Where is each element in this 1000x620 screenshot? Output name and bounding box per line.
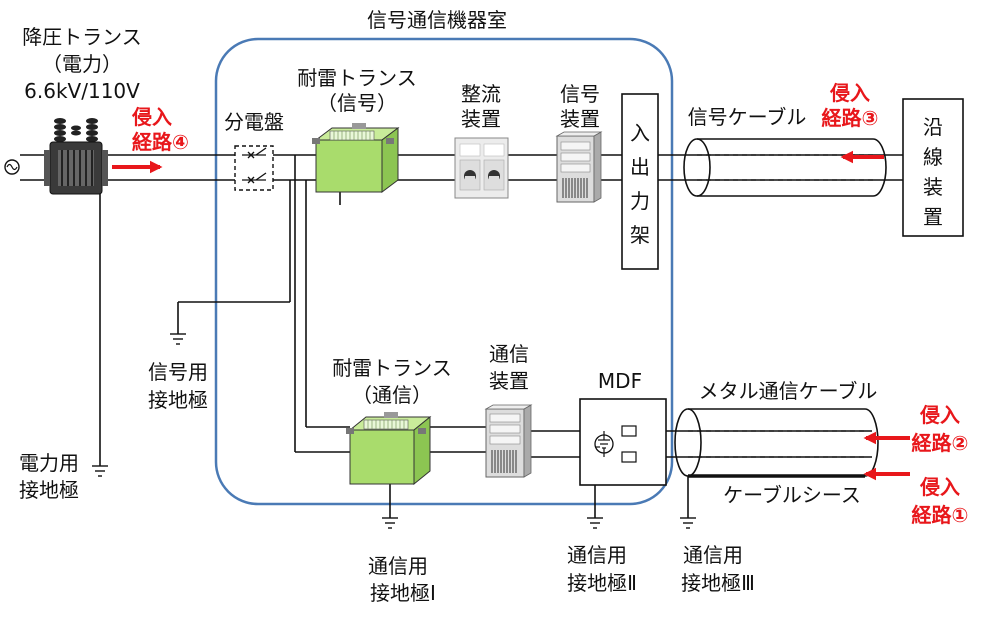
svg-text:入: 入 — [630, 121, 650, 145]
svg-text:接地極Ⅰ: 接地極Ⅰ — [370, 581, 436, 605]
path4-label-bottom: 経路④ — [132, 130, 189, 154]
path4-label-top: 侵入 — [131, 105, 172, 129]
wiring — [20, 154, 903, 518]
distribution-board-label: 分電盤 — [224, 110, 284, 134]
signal-transformer-role: （信号） — [317, 91, 397, 115]
comm-ground-2-label: 通信用 接地極Ⅱ — [567, 543, 637, 595]
signal-transformer-name: 耐雷トランス — [297, 66, 417, 90]
power-transformer-labels: 降圧トランス （電力） 6.6kV/110V — [22, 25, 142, 103]
comm-transformer-name: 耐雷トランス — [332, 356, 452, 380]
comm-device-labels: 通信 装置 — [489, 342, 529, 393]
ac-source-icon — [4, 159, 20, 175]
comm-transformer-role: （通信） — [352, 383, 432, 407]
signal-cable-label: 信号ケーブル — [688, 105, 807, 129]
power-ground-symbol — [92, 465, 108, 477]
intrusion-path-2: 侵入 経路② — [863, 403, 969, 455]
power-transformer-role: （電力） — [42, 52, 122, 76]
svg-text:接地極Ⅲ: 接地極Ⅲ — [681, 571, 755, 595]
comm-device-icon — [484, 404, 533, 478]
power-transformer-rating: 6.6kV/110V — [24, 79, 140, 103]
signal-cable-icon — [683, 138, 887, 197]
power-transformer-name: 降圧トランス — [22, 25, 142, 49]
distribution-board-icon — [234, 145, 274, 191]
svg-text:通信用: 通信用 — [368, 554, 428, 578]
equipment-room-boundary — [214, 37, 674, 506]
signal-device-name-bottom: 装置 — [560, 107, 600, 131]
metal-cable-icon — [674, 408, 879, 478]
rectifier-name-top: 整流 — [461, 82, 501, 106]
comm-ground-2-symbol — [587, 517, 603, 529]
comm-ground-1-symbol — [382, 517, 398, 529]
mdf-icon — [579, 398, 667, 486]
mdf-label: MDF — [598, 369, 642, 393]
path3-label-top: 侵入 — [829, 81, 870, 105]
svg-text:電力用: 電力用 — [19, 451, 79, 475]
signal-transformer-labels: 耐雷トランス （信号） — [297, 66, 417, 115]
signal-transformer-icon — [312, 123, 400, 193]
intrusion-path-3: 侵入 経路③ — [822, 81, 884, 164]
comm-ground-3-label: 通信用 接地極Ⅲ — [681, 543, 755, 595]
svg-text:装: 装 — [923, 175, 943, 199]
svg-text:架: 架 — [630, 223, 650, 247]
comm-ground-1-label: 通信用 接地極Ⅰ — [368, 554, 436, 605]
svg-text:出: 出 — [630, 155, 650, 179]
wayside-device-box — [902, 98, 964, 237]
intrusion-path-4: 侵入 経路④ — [112, 105, 189, 174]
io-rack-label: 入 出 力 架 — [630, 121, 650, 247]
signal-ground-symbol — [170, 333, 186, 345]
rectifier-labels: 整流 装置 — [461, 82, 501, 131]
comm-transformer-icon — [346, 412, 432, 486]
room-title: 信号通信機器室 — [367, 8, 507, 32]
svg-text:信号用: 信号用 — [148, 360, 208, 384]
signal-device-name-top: 信号 — [560, 82, 600, 106]
signal-device-labels: 信号 装置 — [560, 82, 600, 131]
comm-device-name-bottom: 装置 — [489, 369, 529, 393]
comm-ground-3-symbol — [680, 517, 696, 529]
path3-label-bottom: 経路③ — [822, 106, 879, 130]
rectifier-name-bottom: 装置 — [461, 107, 501, 131]
power-transformer-icon — [44, 118, 108, 195]
svg-text:接地極: 接地極 — [19, 478, 79, 502]
path1-label-top: 侵入 — [919, 475, 960, 499]
svg-text:力: 力 — [630, 189, 650, 213]
path2-label-bottom: 経路② — [912, 431, 969, 455]
svg-text:接地極Ⅱ: 接地極Ⅱ — [567, 571, 637, 595]
svg-text:通信用: 通信用 — [683, 543, 743, 567]
io-rack-box — [621, 93, 659, 270]
signal-ground-label: 信号用 接地極 — [148, 360, 208, 412]
intrusion-path-1: 侵入 経路① — [863, 467, 969, 527]
path1-label-bottom: 経路① — [912, 503, 969, 527]
signal-device-icon — [555, 131, 603, 203]
svg-text:通信用: 通信用 — [567, 543, 627, 567]
wayside-device-label: 沿 線 装 置 — [923, 115, 943, 229]
path2-label-top: 侵入 — [919, 403, 960, 427]
cable-sheath-label: ケーブルシース — [723, 483, 861, 507]
rectifier-icon — [454, 137, 509, 199]
comm-transformer-labels: 耐雷トランス （通信） — [332, 356, 452, 407]
comm-device-name-top: 通信 — [489, 342, 529, 366]
svg-text:沿: 沿 — [923, 115, 943, 139]
svg-text:線: 線 — [923, 145, 943, 169]
svg-text:置: 置 — [923, 205, 943, 229]
svg-text:接地極: 接地極 — [148, 388, 208, 412]
power-ground-label: 電力用 接地極 — [19, 451, 79, 502]
metal-cable-label: メタル通信ケーブル — [699, 379, 878, 403]
